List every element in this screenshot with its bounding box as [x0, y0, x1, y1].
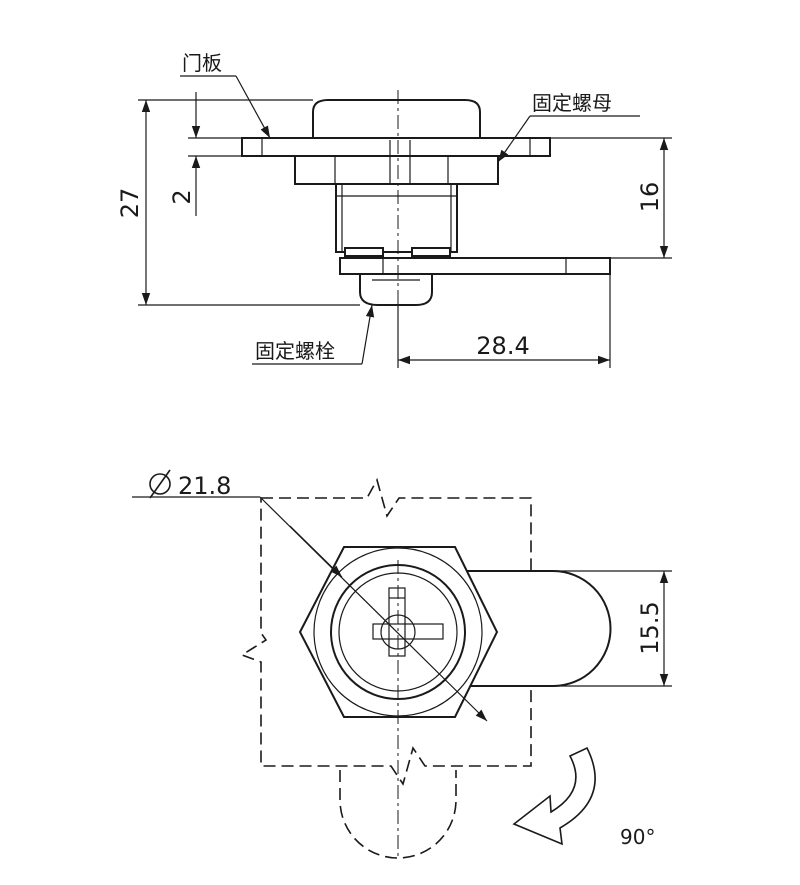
side-view: 27 2 16 28.4 门板 固定螺母 固定螺栓: [116, 51, 672, 368]
keyway-vertical: [388, 587, 406, 657]
cam-rotated-position: [339, 770, 457, 859]
rotation-arrow-icon: [512, 746, 596, 846]
door-cutout-outline: [240, 477, 550, 786]
cam-plate: [339, 257, 611, 275]
key-head: [312, 99, 481, 139]
lock-barrel: [335, 183, 458, 253]
diameter-symbol-icon: [149, 469, 171, 499]
dim-diameter: 21.8: [178, 472, 231, 500]
cam-front: [461, 570, 612, 687]
hex-nut-front: [298, 546, 499, 718]
dim-cam-width: 15.5: [636, 601, 664, 654]
dim-panel-thickness: 2: [168, 189, 196, 204]
rotation-angle: 90°: [620, 825, 655, 849]
dim-nut-to-cam: 16: [636, 182, 664, 213]
keyway-horizontal: [372, 623, 444, 640]
fixing-bolt: [359, 273, 433, 306]
label-door-panel: 门板: [182, 51, 222, 75]
label-fixing-bolt: 固定螺栓: [255, 339, 335, 363]
fixing-nut: [294, 155, 499, 185]
label-fixing-nut: 固定螺母: [532, 91, 612, 115]
front-view: 21.8 15.5 90°: [132, 469, 672, 860]
dim-cam-length: 28.4: [476, 332, 529, 360]
dim-overall-height: 27: [116, 188, 144, 219]
